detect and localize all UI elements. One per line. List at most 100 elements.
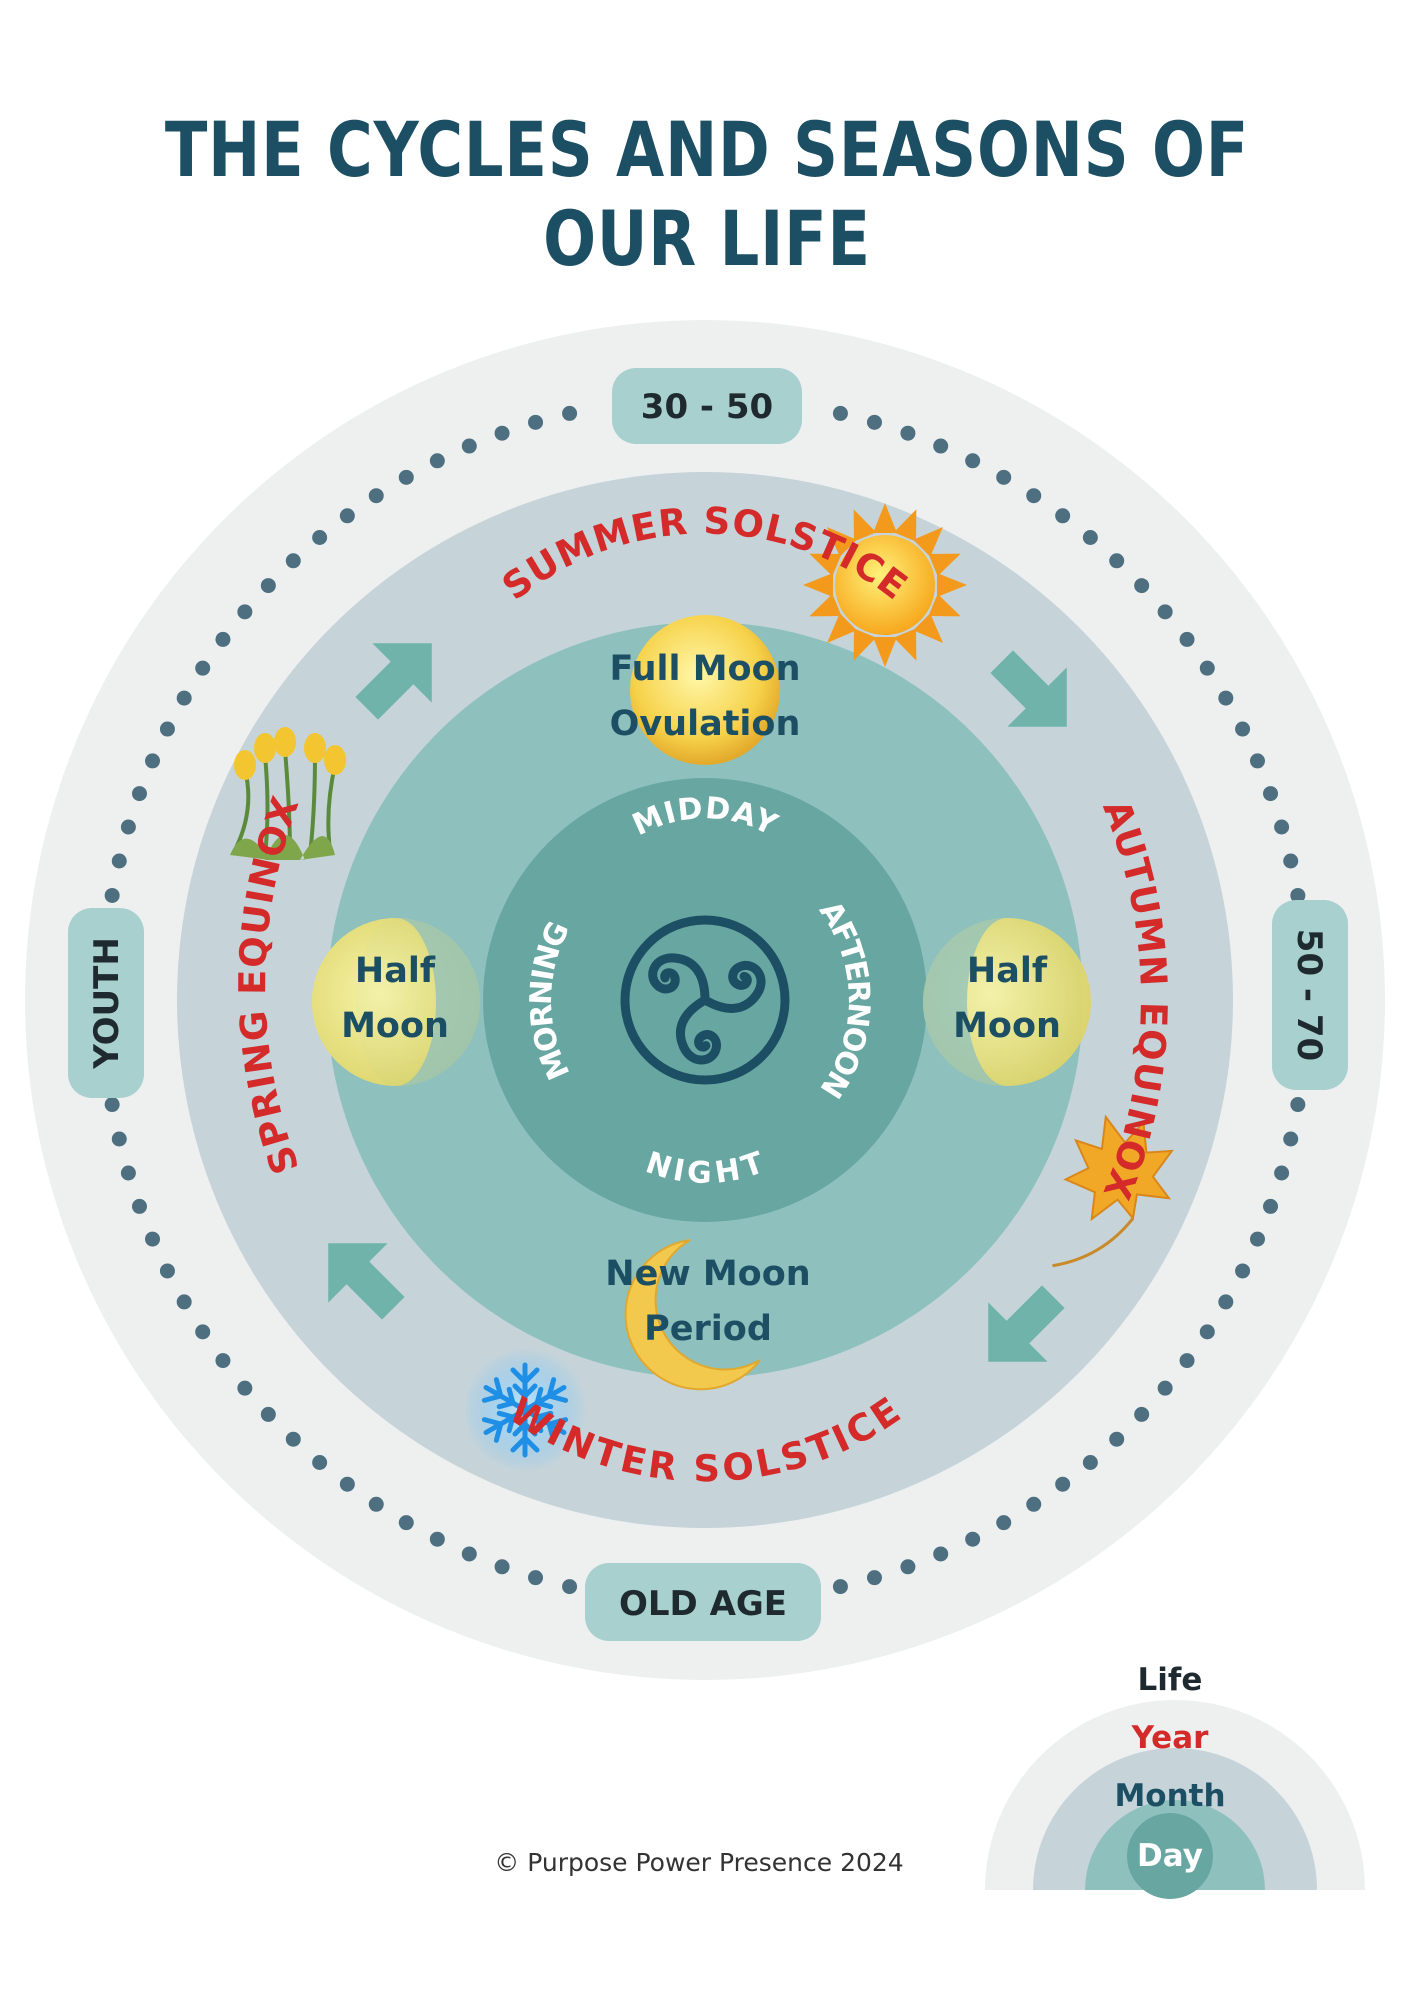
path-dot [1055, 1476, 1071, 1492]
path-dot [1026, 1496, 1042, 1512]
arrow-down-right [990, 650, 1067, 727]
path-dot [104, 1097, 120, 1113]
path-dot [368, 488, 384, 504]
legend-year: Year [1131, 1720, 1210, 1756]
path-dot [562, 1579, 578, 1595]
path-dot [1218, 690, 1234, 706]
path-dot [866, 1570, 882, 1586]
path-dot [285, 553, 301, 569]
path-dot [1055, 508, 1071, 524]
legend-life: Life [1138, 1662, 1203, 1698]
path-dot [1218, 1294, 1234, 1310]
svg-text:30 - 50: 30 - 50 [641, 387, 773, 427]
path-dot [965, 453, 981, 469]
legend-day: Day [1137, 1838, 1203, 1874]
path-dot [562, 405, 578, 421]
path-dot [237, 604, 253, 620]
path-dot [1274, 819, 1290, 835]
path-dot [260, 1406, 276, 1422]
life-dotted-path [104, 405, 1306, 1595]
path-dot [996, 469, 1012, 485]
path-dot [1082, 529, 1098, 545]
arrow-up-right [355, 643, 432, 720]
path-dot [1274, 1165, 1290, 1181]
half-moon-left-icon [312, 918, 480, 1086]
new-moon-label: New Moon [605, 1254, 810, 1294]
path-dot [111, 853, 127, 869]
path-dot [176, 1294, 192, 1310]
path-dot [398, 1515, 414, 1531]
copyright-footer: © Purpose Power Presence 2024 [0, 1848, 1414, 1877]
path-dot [1026, 488, 1042, 504]
snowflake-icon [463, 1348, 587, 1472]
path-dot [145, 1231, 161, 1247]
path-dot [528, 414, 544, 430]
path-dot [285, 1431, 301, 1447]
path-dot [1235, 721, 1251, 737]
path-dot [131, 786, 147, 802]
arrow-down-left [988, 1285, 1065, 1362]
legend-month: Month [1114, 1778, 1225, 1814]
half-moon-right-icon [923, 918, 1091, 1086]
path-dot [145, 753, 161, 769]
path-dot [996, 1515, 1012, 1531]
path-dot [1235, 1263, 1251, 1279]
path-dot [965, 1531, 981, 1547]
path-dot [900, 425, 916, 441]
path-dot [111, 1131, 127, 1147]
path-dot [1290, 1097, 1306, 1113]
life-stage-bottom: OLD AGE [585, 1563, 821, 1641]
path-dot [1157, 604, 1173, 620]
path-dot [159, 721, 175, 737]
period-label: Period [644, 1309, 772, 1349]
half-moon-right-label-2: Moon [953, 1006, 1061, 1046]
path-dot [1082, 1455, 1098, 1471]
path-dot [312, 529, 328, 545]
path-dot [461, 438, 477, 454]
path-dot [339, 1476, 355, 1492]
path-dot [120, 819, 136, 835]
life-stage-left: YOUTH [68, 908, 144, 1098]
svg-text:OLD AGE: OLD AGE [619, 1584, 787, 1624]
path-dot [104, 887, 120, 903]
path-dot [260, 578, 276, 594]
arrow-up-left [328, 1243, 405, 1320]
path-dot [368, 1496, 384, 1512]
path-dot [131, 1198, 147, 1214]
path-dot [176, 690, 192, 706]
path-dot [832, 405, 848, 421]
path-dot [312, 1455, 328, 1471]
path-dot [1283, 853, 1299, 869]
legend: Life Year Month Day [985, 1662, 1365, 1899]
path-dot [1263, 786, 1279, 802]
path-dot [461, 1546, 477, 1562]
full-moon-icon [630, 615, 780, 765]
ovulation-label: Ovulation [610, 704, 801, 744]
tulips-icon [230, 727, 346, 860]
path-dot [933, 438, 949, 454]
half-moon-left-label-1: Half [355, 951, 436, 991]
svg-text:50 - 70: 50 - 70 [1289, 929, 1329, 1061]
life-stage-right: 50 - 70 [1272, 900, 1348, 1090]
path-dot [1249, 1231, 1265, 1247]
triskele-icon [620, 915, 790, 1085]
path-dot [528, 1570, 544, 1586]
path-dot [195, 1324, 211, 1340]
path-dot [1283, 1131, 1299, 1147]
path-dot [215, 631, 231, 647]
full-moon-label: Full Moon [609, 649, 800, 689]
path-dot [339, 508, 355, 524]
path-dot [159, 1263, 175, 1279]
svg-text:YOUTH: YOUTH [87, 937, 127, 1070]
path-dot [832, 1579, 848, 1595]
path-dot [933, 1546, 949, 1562]
copyright-text: © Purpose Power Presence 2024 [494, 1848, 904, 1877]
path-dot [1199, 660, 1215, 676]
path-dot [1263, 1198, 1279, 1214]
half-moon-left-label-2: Moon [341, 1006, 449, 1046]
path-dot [900, 1559, 916, 1575]
path-dot [1109, 553, 1125, 569]
new-moon-crescent-icon [624, 1239, 761, 1391]
path-dot [1134, 578, 1150, 594]
path-dot [1199, 1324, 1215, 1340]
